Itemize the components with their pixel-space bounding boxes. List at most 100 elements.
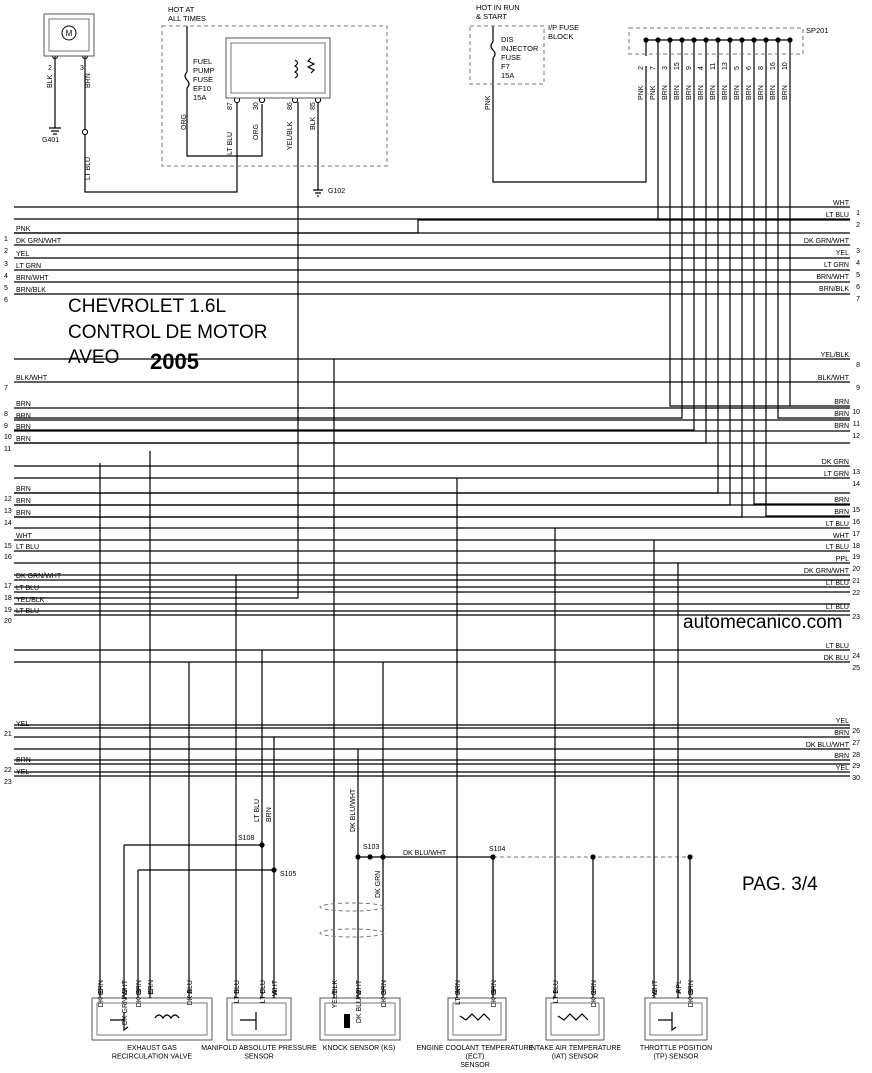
wire-yel-blk-relay	[14, 102, 299, 599]
wire-color-label: PNK	[485, 95, 492, 110]
egr-valve-pin-letter: E	[148, 989, 155, 994]
sp201-wire-color: BRN	[698, 85, 705, 100]
iat-sensor-wire-color: DK GRN	[591, 980, 598, 1007]
knock-sensor-pin-letter: 3	[381, 990, 388, 994]
egr-valve-wire-color: DK GRN	[98, 980, 105, 1007]
left-row-number-17: 17	[4, 583, 12, 590]
left-row-color-21: YEL	[16, 721, 29, 728]
left-row-number-4: 4	[4, 273, 8, 280]
left-row-color-12: BRN	[16, 486, 31, 493]
sp201-label: SP201	[806, 26, 829, 35]
tp-sensor-wire-color: DK GRN	[688, 980, 695, 1007]
right-row-number-26: 26	[852, 728, 860, 735]
tp-sensor-pin-letter: A	[676, 989, 683, 994]
left-row-color-18: LT BLU	[16, 585, 39, 592]
left-row-number-19: 19	[4, 607, 12, 614]
right-row-color-28: DK BLU/WHT	[806, 742, 850, 749]
right-row-number-19: 19	[852, 554, 860, 561]
map-sensor-wire-color: LT BLU	[260, 980, 267, 1003]
wire-color-label: DK BLU/WHT	[403, 850, 447, 857]
right-row-number-13: 13	[852, 469, 860, 476]
right-row-color-13: DK GRN	[822, 459, 849, 466]
egr-valve-wire-color: DK GRN	[136, 980, 143, 1007]
wire-sp201-10	[789, 56, 850, 407]
left-row-number-3: 3	[4, 261, 8, 268]
right-row-color-23: LT BLU	[826, 604, 849, 611]
fuse-f7-icon	[490, 41, 496, 59]
left-row-color-20: LT BLU	[16, 608, 39, 615]
sp201-wire-color: BRN	[782, 85, 789, 100]
right-row-number-14: 14	[852, 481, 860, 488]
title-line-2: CONTROL DE MOTOR	[68, 322, 268, 343]
right-row-color-26: YEL	[836, 718, 849, 725]
sp201-pin-10: 10	[782, 62, 789, 70]
knock-sensor-wire-color: DK GRN	[381, 980, 388, 1007]
egr-valve-box	[91, 997, 213, 1041]
right-row-number-6: 6	[856, 284, 860, 291]
left-row-number-6: 6	[4, 297, 8, 304]
left-row-number-1: 1	[4, 236, 8, 243]
right-row-number-25: 25	[852, 665, 860, 672]
map-sensor-pin-letter: B	[234, 989, 241, 994]
thermistor-icon	[557, 1013, 589, 1021]
right-row-number-9: 9	[856, 385, 860, 392]
egr-valve-pin-letter: D	[122, 989, 129, 994]
splice-s108-dot	[259, 842, 265, 848]
wire-color-label: LT BLU	[254, 799, 261, 822]
right-row-color-17: LT BLU	[826, 521, 849, 528]
left-row-color-14: BRN	[16, 510, 31, 517]
left-row-color-1: PNK	[16, 226, 31, 233]
sensor-arrow-icon	[110, 1012, 129, 1032]
sp201-pin-9: 9	[686, 66, 693, 70]
model-year: 2005	[150, 349, 199, 374]
right-row-number-4: 4	[856, 260, 860, 267]
egr-valve-wire-color: DK BLU	[187, 980, 194, 1005]
map-sensor-wire-color: LT BLU	[234, 980, 241, 1003]
left-row-number-21: 21	[4, 731, 12, 738]
right-row-number-3: 3	[856, 248, 860, 255]
tp-sensor-icon	[658, 1012, 677, 1032]
ground-g102-label: G102	[328, 188, 345, 195]
left-row-number-11: 11	[4, 446, 11, 453]
wire-sp201-13	[14, 56, 731, 506]
right-row-number-16: 16	[852, 519, 860, 526]
right-row-number-23: 23	[852, 614, 860, 621]
left-row-number-13: 13	[4, 508, 12, 515]
tp-sensor-wire-color: PPL	[676, 980, 683, 993]
right-row-number-30: 30	[852, 775, 860, 782]
right-row-number-22: 22	[852, 590, 860, 597]
sp201-wire-color: BRN	[710, 85, 717, 100]
left-row-color-2: DK GRN/WHT	[16, 238, 62, 245]
relay-pin-87: 87	[227, 102, 234, 110]
splice-s105-dot	[271, 867, 277, 873]
underhood-fuse-block-outline	[161, 25, 388, 167]
ground-g401-label: G401	[42, 137, 59, 144]
splice-s103-dot-2	[367, 854, 373, 860]
ect-sensor-wire-color: DK GRN	[491, 980, 498, 1007]
right-row-color-7: BRN/BLK	[819, 286, 849, 293]
wire-sp201-4	[14, 56, 707, 444]
left-row-color-7: BLK/WHT	[16, 375, 48, 382]
right-row-color-8: YEL/BLK	[821, 352, 850, 359]
right-row-number-27: 27	[852, 740, 860, 747]
left-row-number-20: 20	[4, 618, 12, 625]
left-row-number-9: 9	[4, 423, 8, 430]
right-row-color-11: BRN	[834, 411, 849, 418]
tp-sensor-label: THROTTLE POSITION(TP) SENSOR	[640, 1045, 712, 1061]
sp201-wire-color: BRN	[734, 85, 741, 100]
splice-s103-dot-3	[380, 854, 386, 860]
egr-valve-pin-letter: C	[98, 989, 105, 994]
pin-label: 3	[80, 65, 84, 72]
shield-icon	[319, 902, 385, 912]
wire-color-label: BRN	[266, 807, 273, 822]
fuse-ef10-icon	[184, 71, 190, 89]
right-row-color-24: LT BLU	[826, 643, 849, 650]
wire-color-label: BLK	[310, 116, 317, 130]
sp201-outline	[628, 27, 804, 55]
map-sensor-inner	[231, 1002, 287, 1036]
left-row-color-5: BRN/WHT	[16, 275, 49, 282]
